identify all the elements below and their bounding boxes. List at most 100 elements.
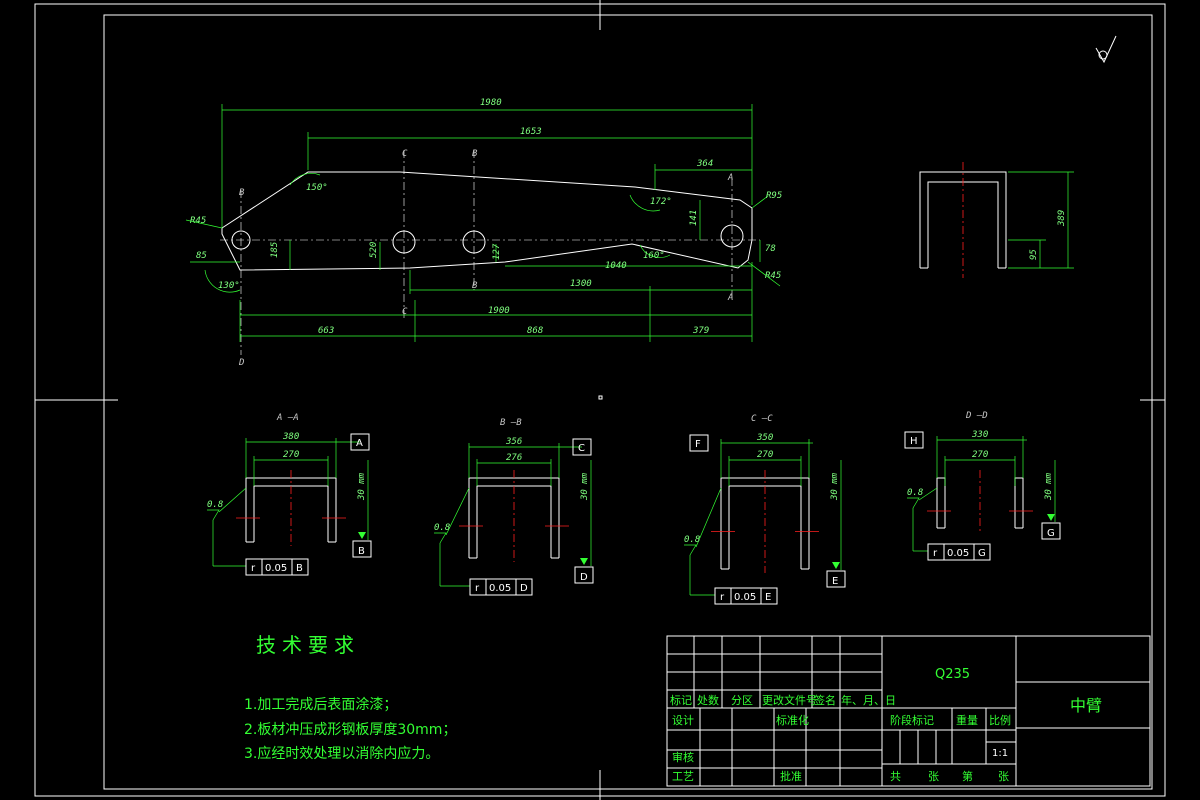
dim-h-hole: 520: [369, 242, 379, 258]
tolerance-frame: [469, 578, 533, 596]
tb-weight: 重量: [956, 713, 978, 727]
tech-item-2: 2.板材冲压成形钢板厚度30mm；: [244, 722, 456, 738]
tb-design: 设计: [672, 714, 694, 727]
section-thickness: 30 mm: [830, 472, 840, 501]
dim-radius-right-top: R95: [766, 191, 782, 201]
tolerance-value: 0.05: [947, 548, 969, 559]
tb-sheet-unit2: 张: [998, 770, 1009, 783]
datum-top-letter: H: [910, 436, 918, 447]
part-name: 中臂: [1070, 696, 1102, 715]
title-block: Q235 中臂 标记 处数 分区 更改文件号 签名 年、月、日 设计 标准化 阶…: [666, 635, 1151, 787]
flatness-value: 0.8: [684, 535, 700, 545]
section-thickness: 30 mm: [580, 472, 590, 501]
section-inner-width: 276: [506, 453, 522, 463]
side-view: 389 95: [919, 162, 1074, 278]
angle-bottom-left: 130°: [218, 281, 240, 291]
dim-h-small: 127: [492, 243, 502, 260]
side-view-height: 389: [1057, 210, 1067, 227]
datum-top-letter: A: [356, 438, 363, 449]
dim-inner-span: 1300: [570, 279, 592, 289]
dim-radius-right: R45: [765, 271, 781, 281]
roughness-symbol-icon: [1095, 35, 1117, 64]
center-lines: [220, 150, 760, 355]
tb-scale-value: 1:1: [992, 748, 1008, 759]
section-marker-b-top: B: [472, 149, 478, 159]
section-thickness: 30 mm: [1044, 472, 1054, 501]
material-label: Q235: [935, 667, 970, 682]
dim-seg3: 379: [692, 326, 709, 336]
dimension-lines: [185, 104, 781, 342]
datum-box-top: [350, 433, 370, 451]
section-title: D —D: [965, 411, 988, 421]
tb-header-date: 年、月、日: [841, 693, 896, 707]
section-outer-width: 350: [756, 433, 773, 443]
tb-header-signature: 签名: [814, 693, 836, 707]
section-title: B —B: [500, 418, 522, 428]
tb-header-mark: 标记: [670, 693, 692, 707]
tech-item-1: 1.加工完成后表面涂漆；: [244, 697, 397, 713]
title-block-grid: [666, 635, 1151, 787]
section-marker-d-bottom: D: [238, 358, 244, 368]
section-dims: [434, 443, 592, 587]
datum-arrow-icon: [1047, 514, 1055, 521]
main-dim-labels: 1980 1653 364 1300 1040 1900 663 868 379…: [190, 98, 782, 368]
datum-arrow-icon: [580, 558, 588, 565]
tolerance-frame: [927, 543, 991, 561]
section-inner-width: 270: [757, 450, 773, 460]
datum-side-letter: B: [358, 546, 365, 557]
tolerance-symbol: r: [720, 592, 725, 603]
tolerance-datum: D: [520, 583, 528, 594]
section-thickness: 30 mm: [357, 472, 367, 501]
tb-sheet-total: 共: [890, 770, 901, 783]
section-outer-width: 380: [282, 432, 299, 442]
datum-top-letter: F: [695, 439, 701, 450]
angle-top-left: 150°: [306, 183, 328, 193]
tb-review: 审核: [672, 750, 694, 764]
tb-sheet-unit1: 张: [928, 770, 939, 783]
tolerance-datum: E: [765, 592, 771, 603]
tb-header-change-doc: 更改文件号: [762, 693, 817, 707]
tb-scale-label: 比例: [989, 713, 1011, 727]
dim-overall-length: 1980: [480, 98, 502, 108]
tolerance-symbol: r: [251, 563, 256, 574]
section-dims: [207, 438, 369, 567]
datum-box-top: [572, 438, 592, 456]
dim-seg1: 663: [318, 326, 334, 336]
datum-arrow-icon: [358, 532, 366, 539]
dim-left-offset: 85: [196, 251, 207, 261]
section-title: C —C: [751, 414, 773, 424]
datum-top-letter: C: [578, 443, 585, 454]
arm-outline: [221, 171, 753, 271]
tolerance-frame: [714, 587, 778, 605]
dim-h-left: 185: [270, 242, 280, 258]
section-marker-a-bottom: A: [727, 293, 733, 303]
sheet-frame: [34, 0, 1166, 800]
dim-radius-left: R45: [190, 216, 206, 226]
dim-bottom-span: 1900: [488, 306, 510, 316]
tech-title: 技术要求: [256, 633, 360, 657]
tolerance-datum: G: [978, 548, 986, 559]
tb-sheet-no: 第: [962, 769, 973, 783]
datum-box-top: [689, 434, 709, 452]
tolerance-symbol: r: [475, 583, 480, 594]
datum-box-top: [904, 431, 924, 449]
datum-side-letter: D: [580, 572, 588, 583]
dim-seg2: 868: [527, 326, 543, 336]
tb-approve: 批准: [780, 769, 802, 783]
tolerance-value: 0.05: [489, 583, 511, 594]
datum-box-side: [352, 540, 372, 558]
angle-bottom-right: 160°: [643, 251, 665, 261]
section-marker-a-top: A: [727, 173, 733, 183]
tolerance-value: 0.05: [265, 563, 287, 574]
section-dims: [907, 436, 1056, 552]
tolerance-frame: [245, 558, 309, 576]
flatness-value: 0.8: [207, 500, 223, 510]
dim-lower-span: 1040: [605, 261, 627, 271]
section-profile: [936, 477, 1024, 529]
datum-side-letter: G: [1047, 528, 1055, 539]
dim-h-right2: 78: [765, 244, 776, 254]
